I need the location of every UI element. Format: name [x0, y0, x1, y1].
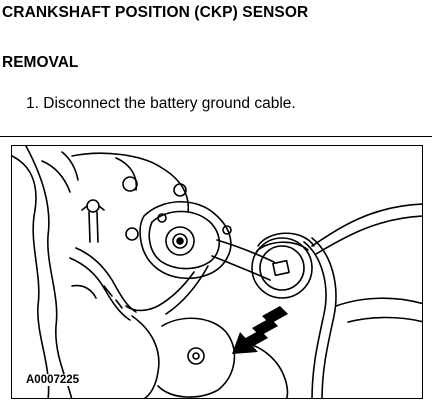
crank-pulley: [157, 317, 236, 398]
engine-illustration: [12, 146, 422, 398]
direction-arrow-icon: [232, 306, 288, 354]
bolt-icon: [86, 199, 100, 213]
bolt-icon: [125, 227, 139, 241]
block-edge: [12, 155, 50, 398]
bolt-icon: [173, 183, 187, 197]
illustration-frame: A0007225: [11, 145, 423, 399]
figure-id: A0007225: [24, 374, 82, 386]
step-text: Disconnect the battery ground cable.: [43, 95, 296, 112]
idler-pulley: [251, 237, 313, 299]
bolt-icon: [122, 176, 138, 192]
step-item: 1. Disconnect the battery ground cable.: [26, 95, 296, 113]
square-drive-icon: [272, 259, 290, 277]
page-title: CRANKSHAFT POSITION (CKP) SENSOR: [2, 4, 309, 21]
section-heading: REMOVAL: [2, 54, 79, 71]
divider: [0, 136, 432, 137]
drive-belt: [303, 241, 327, 398]
tensioner-housing: [139, 200, 232, 280]
block-edge-inner: [25, 146, 73, 398]
tensioner-pulley: [165, 226, 195, 256]
step-number: 1.: [26, 95, 39, 112]
